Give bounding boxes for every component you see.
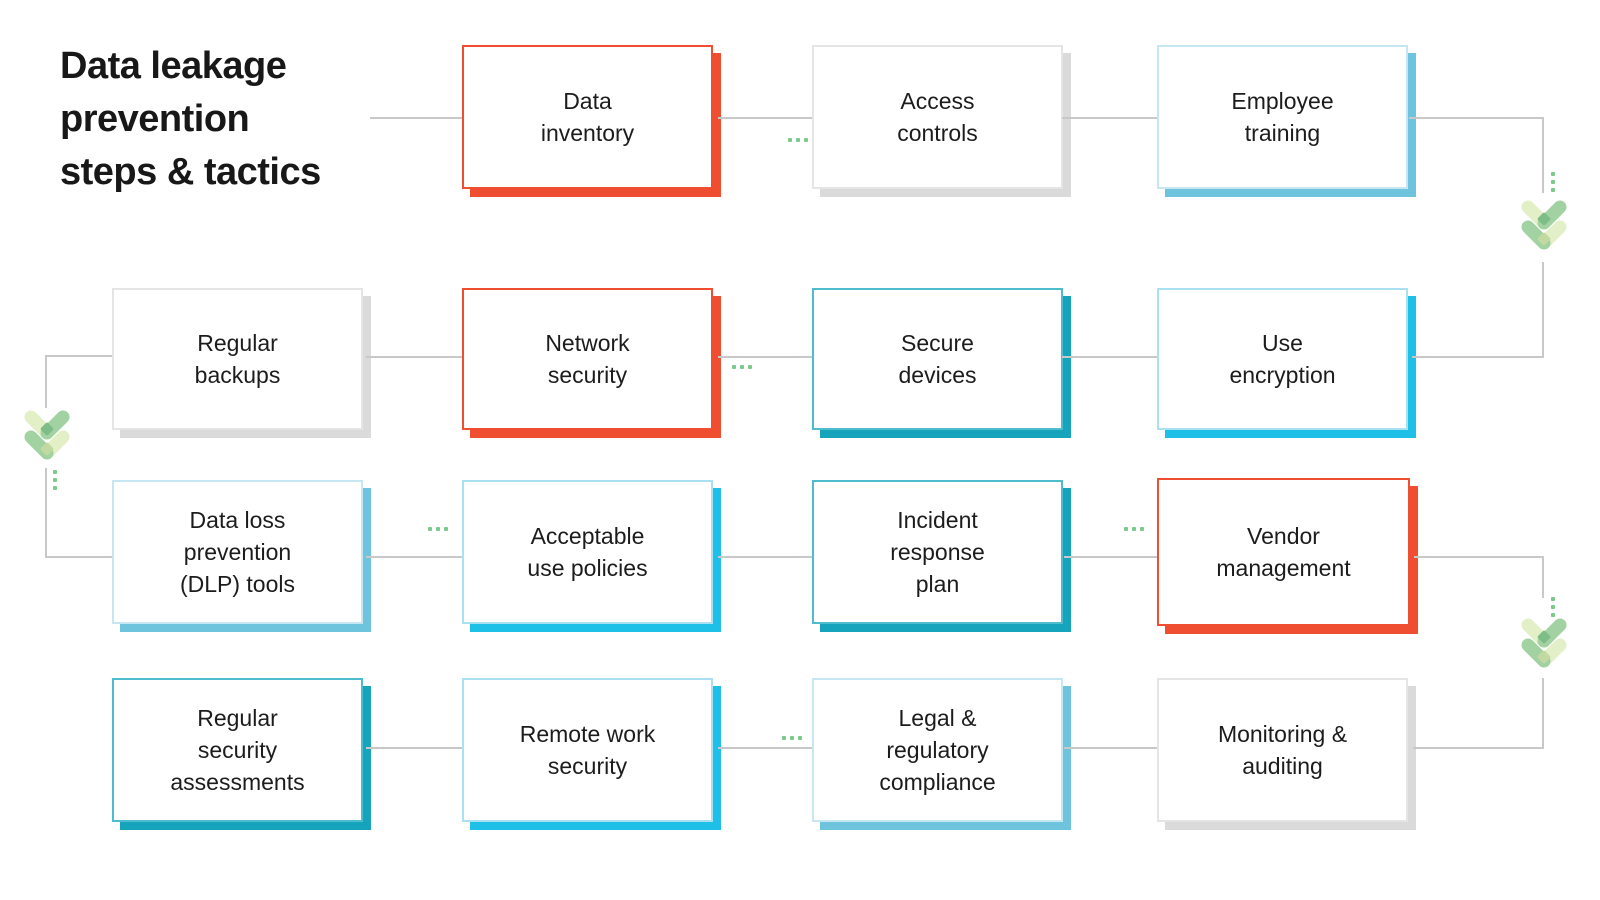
connector-line xyxy=(1542,556,1544,598)
node-label: Incident response plan xyxy=(890,507,985,597)
connector-line xyxy=(1064,556,1157,558)
connector-line xyxy=(46,556,112,558)
continuation-dots-icon xyxy=(782,736,802,740)
continuation-dots-icon xyxy=(732,365,752,369)
node-network-security: Network security xyxy=(462,288,713,430)
double-chevron-down-icon xyxy=(1521,200,1567,250)
node-access-controls: Access controls xyxy=(812,45,1063,189)
page-title-line-3: steps & tactics xyxy=(60,151,321,193)
node-label: Legal & regulatory compliance xyxy=(879,705,996,795)
connector-line xyxy=(1412,356,1544,358)
connector-line xyxy=(366,356,462,358)
node-label: Data inventory xyxy=(540,88,635,146)
node-monitoring-auditing: Monitoring & auditing xyxy=(1157,678,1408,822)
node-label: Access controls xyxy=(897,88,978,146)
node-data-inventory: Data inventory xyxy=(462,45,713,189)
connector-line xyxy=(1542,678,1544,748)
node-label: Use encryption xyxy=(1229,330,1336,388)
node-label: Data loss prevention (DLP) tools xyxy=(179,507,296,597)
node-dlp-tools: Data loss prevention (DLP) tools xyxy=(112,480,363,624)
connector-line xyxy=(45,355,47,408)
continuation-dots-icon xyxy=(1551,597,1555,617)
continuation-dots-icon xyxy=(788,138,808,142)
connector-line xyxy=(718,747,812,749)
node-acceptable-use-policies: Acceptable use policies xyxy=(462,480,713,624)
double-chevron-down-icon xyxy=(1521,618,1567,668)
connector-line xyxy=(46,355,112,357)
connector-line xyxy=(1542,117,1544,193)
node-regular-security-assessments: Regular security assessments xyxy=(112,678,363,822)
connector-line xyxy=(1414,556,1544,558)
page-title-line-1: Data leakage xyxy=(60,45,287,87)
connector-line xyxy=(370,117,462,119)
connector-line xyxy=(1542,262,1544,357)
node-label: Remote work security xyxy=(519,721,656,779)
node-employee-training: Employee training xyxy=(1157,45,1408,189)
node-incident-response-plan: Incident response plan xyxy=(812,480,1063,624)
connector-line xyxy=(1064,747,1157,749)
connector-line xyxy=(718,556,812,558)
node-label: Regular security assessments xyxy=(170,705,305,795)
connector-line xyxy=(718,117,812,119)
node-secure-devices: Secure devices xyxy=(812,288,1063,430)
node-label: Secure devices xyxy=(898,330,977,388)
connector-line xyxy=(1409,117,1544,119)
connector-line xyxy=(366,556,462,558)
node-label: Regular backups xyxy=(194,330,281,388)
connector-line xyxy=(45,468,47,558)
node-regular-backups: Regular backups xyxy=(112,288,363,430)
node-label: Monitoring & auditing xyxy=(1217,721,1348,779)
continuation-dots-icon xyxy=(1124,527,1144,531)
node-legal-regulatory-compliance: Legal & regulatory compliance xyxy=(812,678,1063,822)
connector-line xyxy=(1062,356,1157,358)
page-title: Data leakage prevention steps & tactics xyxy=(60,40,420,199)
connector-line xyxy=(1062,117,1157,119)
node-label: Acceptable use policies xyxy=(527,523,648,581)
continuation-dots-icon xyxy=(428,527,448,531)
node-remote-work-security: Remote work security xyxy=(462,678,713,822)
node-vendor-management: Vendor management xyxy=(1157,478,1410,626)
connector-line xyxy=(366,747,462,749)
connector-line xyxy=(718,356,812,358)
page-title-line-2: prevention xyxy=(60,98,250,140)
node-label: Network security xyxy=(545,330,630,388)
node-use-encryption: Use encryption xyxy=(1157,288,1408,430)
double-chevron-down-icon xyxy=(24,410,70,460)
continuation-dots-icon xyxy=(53,470,57,490)
node-label: Vendor management xyxy=(1216,523,1351,581)
continuation-dots-icon xyxy=(1551,172,1555,192)
connector-line xyxy=(1413,747,1544,749)
node-label: Employee training xyxy=(1231,88,1334,146)
